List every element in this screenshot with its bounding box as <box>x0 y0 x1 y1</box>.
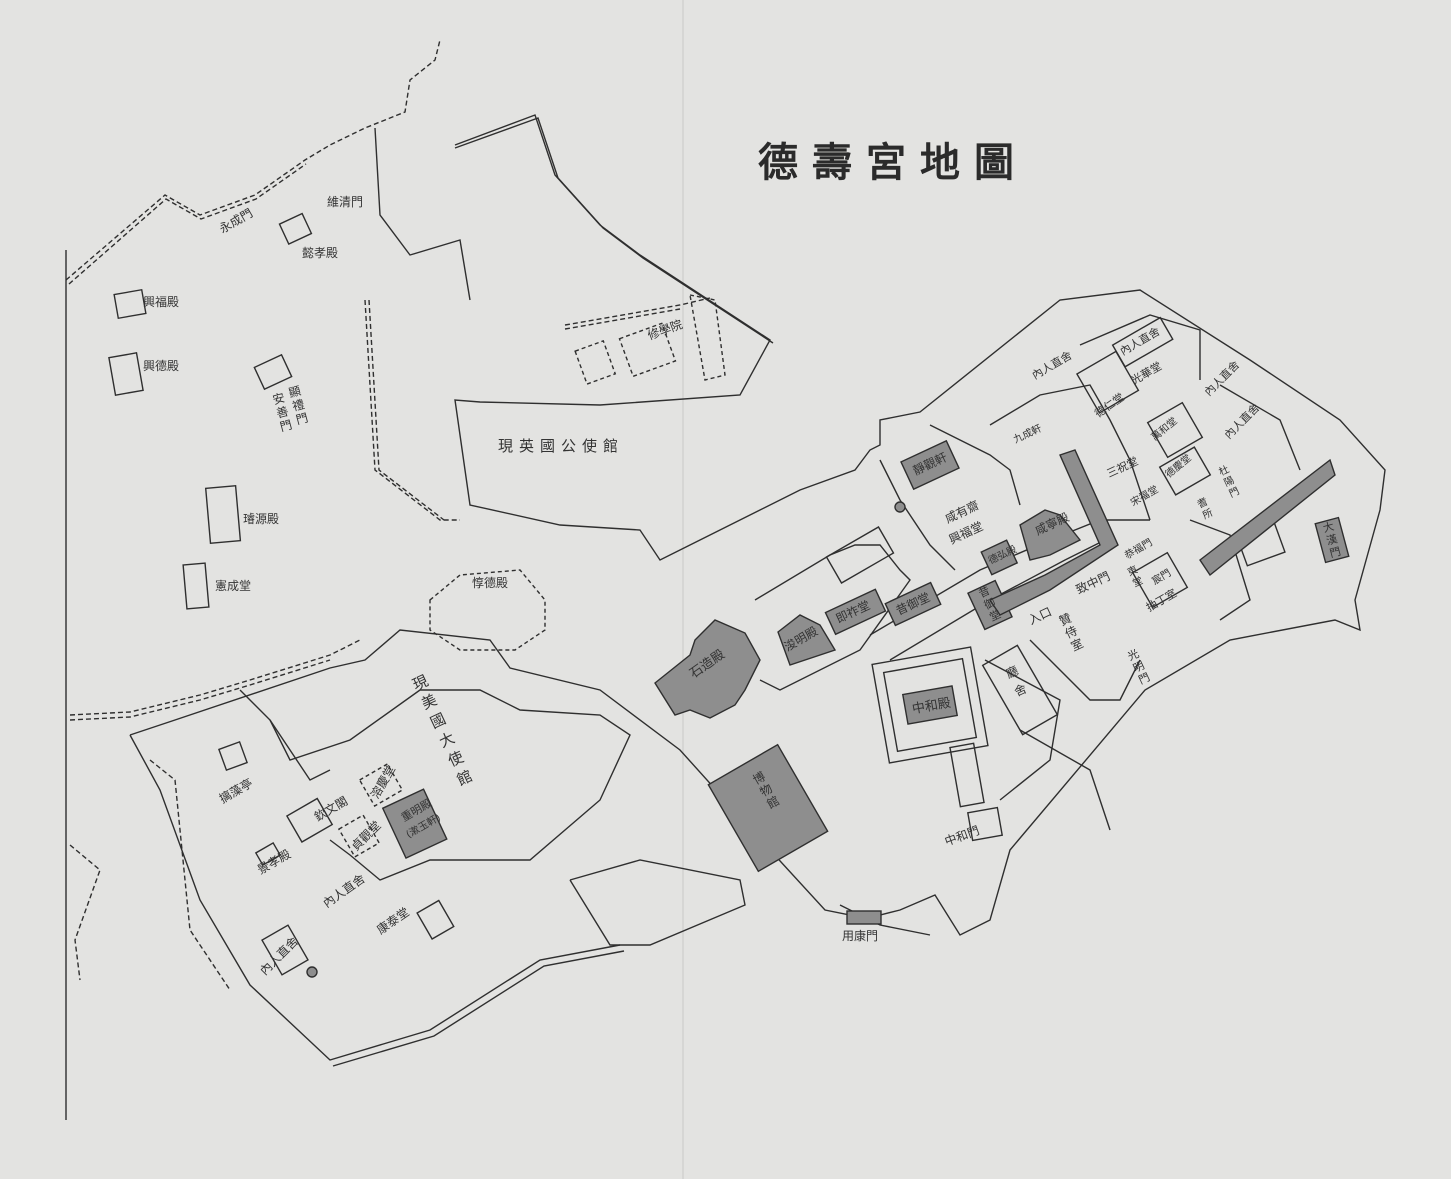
label-dondeokjeon: 惇德殿 <box>472 576 509 590</box>
dashed-wall <box>65 39 711 991</box>
label-yonggangmun: 用康門 <box>842 929 879 943</box>
jeukjodang-building <box>824 588 887 636</box>
east-passage <box>1199 458 1336 577</box>
label-heungbokjeon: 興福殿 <box>143 295 180 309</box>
jeonggwanheon-building <box>900 439 960 491</box>
label-heonseongdang: 憲成堂 <box>215 579 252 593</box>
seogeodang-building <box>884 581 942 627</box>
label-british-legation: 現英國公使館 <box>498 437 625 455</box>
paper-fold-line <box>682 0 684 1179</box>
hamnyeongjeon-building <box>1019 509 1082 561</box>
map-title: 德壽宮地圖 <box>758 139 1028 186</box>
outlined-buildings <box>108 212 1286 976</box>
label-yucheongmun: 維清門 <box>327 195 364 209</box>
junghwajeon-building <box>901 685 959 725</box>
jungmyeongjeon-building <box>381 788 448 860</box>
yonggangmun-building <box>846 910 882 925</box>
palace-walls <box>129 114 1386 1067</box>
filled-buildings <box>306 439 1350 978</box>
round-marker <box>306 966 318 978</box>
label-seonwonjeon: 璿源殿 <box>243 512 280 526</box>
label-uihyojeon: 懿孝殿 <box>302 246 339 260</box>
museum-building <box>707 743 829 873</box>
round-marker <box>894 501 906 513</box>
deokhongjeon-building <box>980 539 1019 576</box>
seokjojeon-building <box>654 619 761 719</box>
junmyeongjeon-building <box>777 614 837 666</box>
corridor <box>988 449 1119 616</box>
daehanmun-building <box>1314 516 1350 564</box>
dashed-buildings <box>337 294 726 858</box>
label-heungdeokjeon: 興德殿 <box>143 359 180 373</box>
